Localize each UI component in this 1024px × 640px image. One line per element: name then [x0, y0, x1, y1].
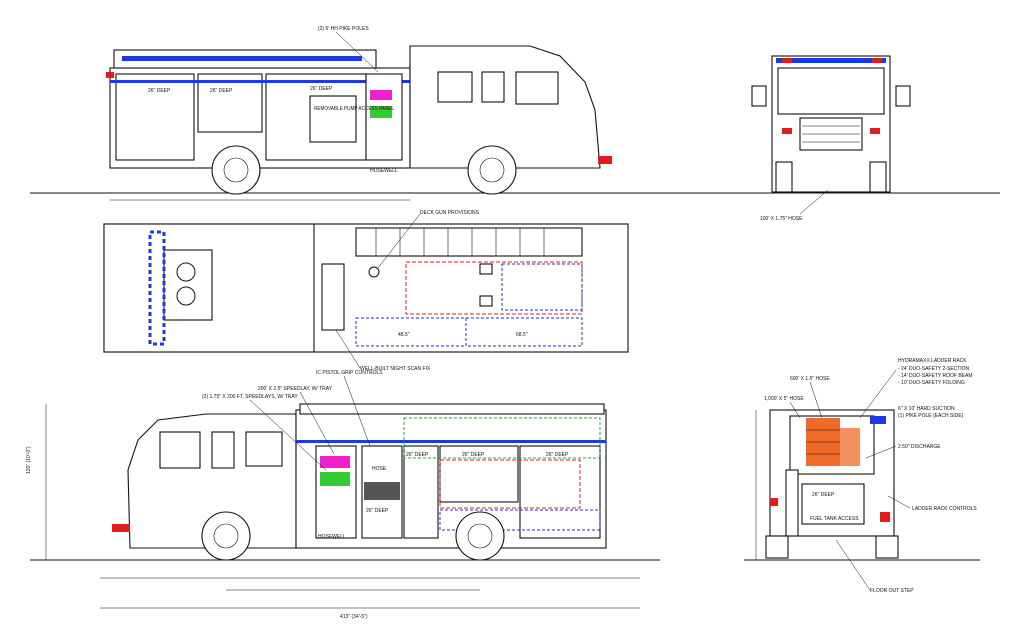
- ladder-3-label: - 10' DUO-SAFETY FOLDING: [898, 380, 965, 386]
- comp-2-label: 26" DEEP: [210, 88, 233, 94]
- front-hose-label: 100' X 1.75" HOSE: [760, 216, 803, 222]
- pike-poles-label: (2) 6' HH PIKE POLES: [318, 26, 369, 32]
- pistol-grip-label: IC PISTOL GRIP CONTROLS: [316, 370, 383, 376]
- step-label: FLOOR OUT STEP: [870, 588, 914, 594]
- speedlay-2-label: (2) 1.75" X 200 FT. SPEEDLAYS, W/ TRAY: [202, 394, 298, 400]
- comp-d-label: 26" DEEP: [366, 508, 389, 514]
- brand-label-top: HOSEWELL: [370, 168, 398, 174]
- rear-view: HYDRAMAXX LADDER RACK - 24' DUO-SAFETY 2…: [744, 358, 980, 594]
- comp-1-label: 26" DEEP: [148, 88, 171, 94]
- overall-length-label: 413" (34'-5"): [340, 614, 368, 620]
- fuel-label: FUEL TANK ACCESS: [810, 516, 859, 522]
- front-view: 100' X 1.75" HOSE: [751, 55, 911, 222]
- comp-b-label: 26" DEEP: [462, 452, 485, 458]
- ladder-2-label: - 14' DUO-SAFETY ROOF BEAM: [898, 373, 973, 379]
- top-dim-1: 48.5": [398, 332, 410, 338]
- ladder-controls-label: LADDER RACK CONTROLS: [912, 506, 977, 512]
- overall-height-label: 120" (10'-0"): [26, 446, 32, 474]
- rear-hose-2-label: 1,000' X 5" HOSE: [764, 396, 804, 402]
- deck-gun-label: DECK GUN PROVISIONS: [420, 210, 480, 216]
- rear-comp-label: 26" DEEP: [812, 492, 835, 498]
- speedlay-1-label: 200' X 2.5" SPEEDLAY, W/ TRAY: [258, 386, 333, 392]
- comp-3-label: 26" DEEP: [310, 86, 333, 92]
- well-label: WELL-BUILT NIGHT SCAN FIX: [360, 366, 431, 372]
- brand-label-bottom: HOSEWELL: [318, 534, 346, 540]
- comp-a-label: 26" DEEP: [406, 452, 429, 458]
- rear-hose-1-label: 600' X 1.5" HOSE: [790, 376, 830, 382]
- hose-reel-label: HOSE: [372, 466, 387, 472]
- hard-suction-1-label: 6" X 10' HARD SUCTION: [898, 406, 955, 412]
- top-dim-2: 68.5": [516, 332, 528, 338]
- ladder-1-label: - 24' DUO-SAFETY 2-SECTION: [898, 366, 970, 372]
- side-view-bottom: IC PISTOL GRIP CONTROLS 200' X 2.5" SPEE…: [26, 370, 660, 620]
- comp-c-label: 26" DEEP: [546, 452, 569, 458]
- top-view: DECK GUN PROVISIONS WELL-BUILT NIGHT SCA…: [103, 210, 629, 372]
- hard-suction-2-label: (1) PIKE POLE (EACH SIDE): [898, 413, 964, 419]
- side-view-top: (2) 6' HH PIKE POLES 26" DEEP 26" DEEP 2…: [30, 26, 1000, 201]
- pump-panel-label: REMOVABLE PUMP ACCESS PANEL: [314, 106, 394, 112]
- discharge-label: 2.50" DISCHARGE: [898, 444, 941, 450]
- ladder-rack-label: HYDRAMAXX LADDER RACK: [898, 358, 967, 364]
